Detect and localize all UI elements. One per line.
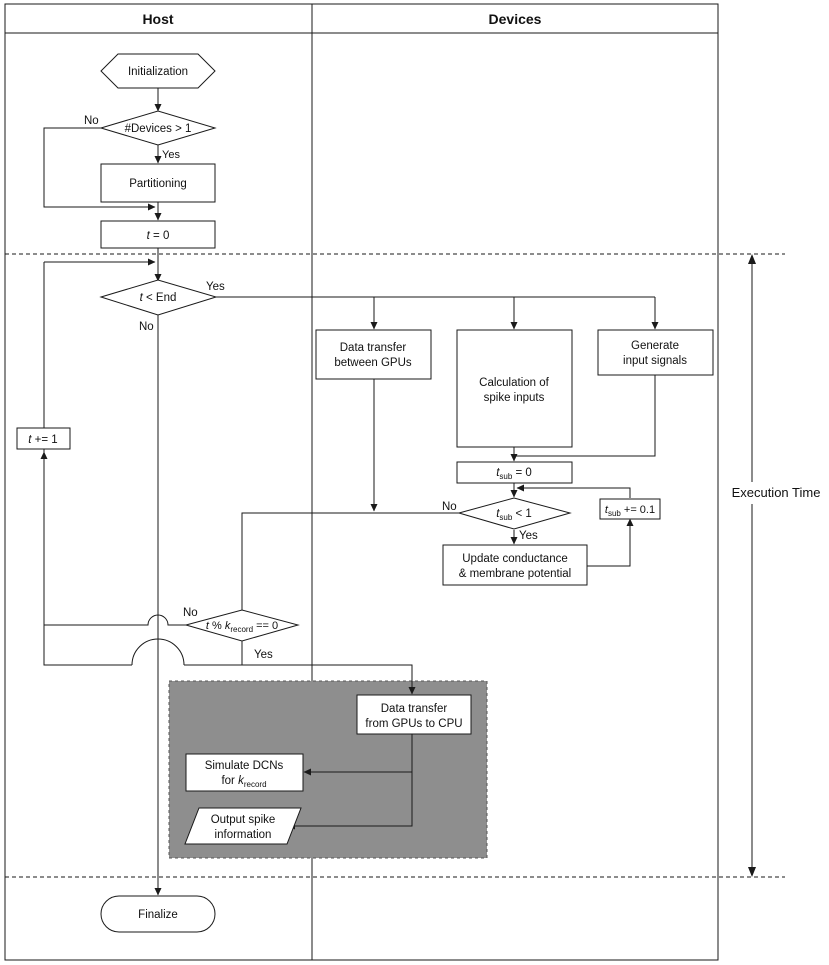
t-init-label: t = 0 bbox=[147, 230, 170, 242]
devices-check-node bbox=[99, 110, 217, 146]
t-init-node bbox=[100, 220, 216, 249]
edge-to-output-spike bbox=[287, 772, 413, 830]
output-spike-line2: information bbox=[215, 829, 272, 841]
tsub-inc-label: tsub += 0.1 bbox=[605, 504, 655, 518]
t-end-yes-label: Yes bbox=[206, 281, 225, 293]
t-inc-node bbox=[16, 427, 71, 450]
transfer-cpu-node bbox=[356, 694, 472, 735]
record-check-t: t bbox=[206, 620, 210, 632]
execution-time-label-bg bbox=[722, 482, 828, 504]
devices-yes-label: Yes bbox=[162, 149, 180, 161]
tsub-init-sub: sub bbox=[499, 472, 512, 481]
simulate-dcns-prefix: for bbox=[221, 775, 238, 787]
tsub-inc-node bbox=[599, 498, 661, 520]
record-check-node bbox=[184, 609, 300, 642]
simulate-dcns-line2: for krecord bbox=[221, 775, 266, 789]
update-conductance-node bbox=[442, 544, 588, 586]
execution-time-label: Execution Time bbox=[732, 485, 821, 500]
output-spike-node bbox=[184, 807, 302, 845]
devices-check-label: #Devices > 1 bbox=[125, 123, 192, 135]
edge-devices-no bbox=[43, 127, 156, 211]
swimlane-frame bbox=[4, 3, 719, 961]
simulate-dcns-sub: record bbox=[244, 780, 267, 789]
record-no-label: No bbox=[183, 607, 198, 619]
tsub-init-var: t bbox=[496, 467, 500, 479]
simulate-dcns-line1: Simulate DCNs bbox=[205, 760, 284, 772]
tsub-check-var: t bbox=[496, 508, 500, 520]
tsub-yes-label: Yes bbox=[519, 530, 538, 542]
tsub-check-sub: sub bbox=[499, 513, 512, 522]
devices-no-label: No bbox=[84, 115, 99, 127]
edge-tsub-no bbox=[238, 512, 459, 621]
data-transfer-gpus-line1: Data transfer bbox=[340, 342, 407, 354]
transfer-cpu-line1: Data transfer bbox=[381, 703, 448, 715]
edge-record-loop-up bbox=[43, 620, 132, 666]
calc-spike-node bbox=[456, 329, 573, 448]
t-end-var: t bbox=[140, 292, 144, 304]
record-check-label: t % krecord == 0 bbox=[206, 620, 278, 634]
t-init-var: t bbox=[147, 230, 151, 242]
edge-update-to-tsub-inc bbox=[587, 518, 634, 567]
calc-spike-line2: spike inputs bbox=[484, 392, 545, 404]
edge-generate-join bbox=[514, 375, 656, 457]
t-end-node bbox=[99, 279, 218, 316]
simulate-dcns-node bbox=[185, 753, 304, 792]
generate-input-line2: input signals bbox=[623, 355, 687, 367]
tsub-check-node bbox=[457, 497, 572, 530]
tsub-check-label: tsub < 1 bbox=[496, 508, 532, 522]
tsub-check-rest: < 1 bbox=[512, 508, 532, 520]
update-conductance-line2: & membrane potential bbox=[459, 568, 572, 580]
record-yes-label: Yes bbox=[254, 649, 273, 661]
execution-time-arrow-top bbox=[748, 254, 756, 264]
t-end-rest: < End bbox=[143, 292, 177, 304]
record-check-sub: record bbox=[230, 625, 253, 634]
tsub-init-label: tsub = 0 bbox=[496, 467, 532, 481]
lane-title-host: Host bbox=[142, 11, 173, 27]
t-end-no-label: No bbox=[139, 321, 154, 333]
finalize-label: Finalize bbox=[138, 909, 178, 921]
update-conductance-line1: Update conductance bbox=[462, 553, 568, 565]
calc-spike-line1: Calculation of bbox=[479, 377, 549, 389]
output-spike-line1: Output spike bbox=[211, 814, 276, 826]
transfer-cpu-line2: from GPUs to CPU bbox=[365, 718, 462, 730]
partitioning-label: Partitioning bbox=[129, 178, 187, 190]
tsub-inc-sub: sub bbox=[608, 509, 621, 518]
t-end-label: t < End bbox=[140, 292, 177, 304]
partitioning-node bbox=[100, 163, 216, 203]
record-check-rest: == 0 bbox=[253, 620, 278, 632]
edge-loop-to-transfer-cpu bbox=[184, 664, 416, 695]
tsub-no-label: No bbox=[442, 501, 457, 513]
tsub-inc-var: t bbox=[605, 504, 609, 516]
tsub-init-node bbox=[456, 461, 573, 484]
initialization-label: Initialization bbox=[128, 66, 188, 78]
t-inc-rest: += 1 bbox=[31, 434, 57, 446]
generate-input-node bbox=[597, 329, 714, 376]
data-transfer-gpus-node bbox=[315, 329, 432, 380]
t-inc-var: t bbox=[28, 434, 32, 446]
initialization-node bbox=[100, 53, 216, 89]
tsub-init-rest: = 0 bbox=[512, 467, 532, 479]
edge-record-no bbox=[44, 614, 186, 626]
generate-input-line1: Generate bbox=[631, 340, 679, 352]
record-check-k: k bbox=[225, 620, 231, 632]
record-check-mid: % bbox=[209, 620, 225, 632]
simulate-dcns-k: k bbox=[238, 775, 245, 787]
t-inc-label: t += 1 bbox=[28, 434, 57, 446]
t-init-rest: = 0 bbox=[150, 230, 170, 242]
finalize-node bbox=[100, 895, 216, 933]
execution-time-arrow-bottom bbox=[748, 867, 756, 877]
tsub-inc-rest: += 0.1 bbox=[621, 504, 655, 516]
edge-tsub-inc-to-check bbox=[516, 484, 631, 498]
lane-title-devices: Devices bbox=[489, 11, 542, 27]
data-transfer-gpus-line2: between GPUs bbox=[334, 357, 412, 369]
